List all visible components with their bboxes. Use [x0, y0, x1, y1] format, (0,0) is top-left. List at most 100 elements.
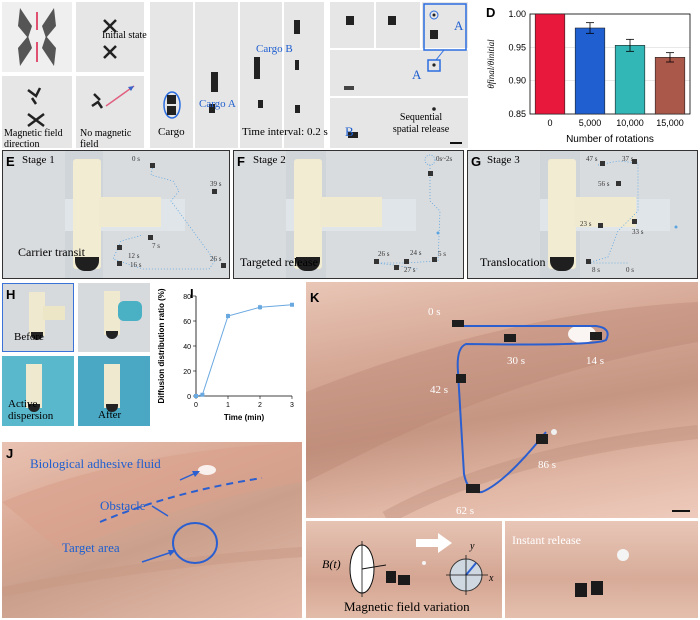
- panel-f-label: F: [237, 154, 245, 169]
- e-time-1: 39 s: [210, 180, 222, 188]
- f-time-4: 5 s: [438, 250, 446, 258]
- time-interval-text: Time interval: 0.2 s: [242, 126, 328, 138]
- k-time-2: 14 s: [586, 355, 605, 367]
- i-ytick-label: 20: [183, 369, 191, 376]
- i-point: [290, 302, 294, 307]
- gripper-icon: [18, 8, 56, 66]
- panel-a-image-4: [76, 76, 144, 148]
- panel-c-overlay: [344, 3, 467, 144]
- sequential-release-text: Sequential spatial release: [392, 112, 450, 135]
- f-time-3: 27 s: [404, 266, 416, 274]
- field-arrow-icon: [91, 85, 135, 109]
- panel-a-image-2: [76, 2, 144, 72]
- d-ytick-label: 0.85: [508, 109, 526, 119]
- i-yaxis-label: Diffusion distribution ratio (%): [157, 288, 166, 403]
- d-yaxis-label: θfinal/θinitial: [486, 39, 496, 89]
- c-marker-a1: A: [454, 18, 464, 33]
- i-point: [258, 305, 262, 310]
- c-marker-b: B: [345, 124, 354, 139]
- k-time-3: 42 s: [430, 384, 449, 396]
- magnetic-field-direction-text: Magnetic field direction: [4, 128, 63, 150]
- f-time-1: 26 s: [378, 250, 390, 258]
- d-bar: [614, 45, 646, 115]
- panel-b-image-3: [240, 2, 282, 148]
- k-time-0: 0 s: [428, 306, 441, 318]
- f-time-0: 0s~2s: [436, 155, 453, 163]
- k-time-1: 30 s: [507, 355, 526, 367]
- panel-k-label: K: [310, 290, 320, 305]
- panel-j-image: [2, 442, 302, 618]
- g-time-3: 23 s: [580, 220, 592, 228]
- cargo-circle: [163, 91, 181, 119]
- c-marker-a2: A: [412, 67, 422, 82]
- f-stage-text: Stage 2: [253, 154, 286, 166]
- e-time-3: 12 s: [128, 252, 140, 260]
- h-before-text: Before: [14, 331, 44, 343]
- e-time-4: 16 s: [130, 261, 142, 269]
- e-time-2: 7 s: [152, 242, 160, 250]
- d-ytick-label: 0.95: [508, 42, 526, 52]
- j-bio-fluid-text: Biological adhesive fluid: [30, 456, 161, 471]
- robot-icon: [27, 87, 45, 127]
- panel-c-image-2: [376, 2, 420, 48]
- i-point: [226, 314, 230, 318]
- panel-c-image-3: [422, 2, 468, 48]
- i-xtick-label: 2: [258, 402, 262, 409]
- h-after-text: After: [98, 409, 122, 421]
- g-time-2: 56 s: [598, 180, 610, 188]
- panel-h-before: [2, 283, 74, 352]
- k-time-5: 62 s: [456, 505, 475, 517]
- panel-b-image-1: [150, 2, 193, 148]
- i-xtick-label: 0: [194, 402, 198, 409]
- i-ytick-label: 60: [183, 319, 191, 326]
- panel-b-image-4: [284, 2, 324, 148]
- g-time-0: 47 s: [586, 155, 598, 163]
- e-stage-text: Stage 1: [22, 154, 55, 166]
- panel-h-label: H: [6, 287, 16, 302]
- panel-e-label: E: [6, 154, 15, 169]
- panel-h-active: [2, 356, 74, 426]
- i-xtick-label: 3: [290, 402, 294, 409]
- g-time-1: 37 s: [622, 155, 634, 163]
- d-plot-frame: [529, 13, 691, 115]
- g-caption-text: Translocation: [480, 255, 546, 269]
- cargo-text: Cargo: [158, 126, 185, 138]
- k-axis-y-text: y: [470, 541, 475, 552]
- i-ytick-label: 40: [183, 344, 191, 351]
- panel-k-field-image: [306, 521, 502, 618]
- i-point: [194, 394, 198, 398]
- i-ytick-label: 0: [187, 394, 191, 401]
- g-time-5: 8 s: [592, 266, 600, 274]
- panel-j-label: J: [6, 446, 14, 461]
- cargo-b-text: Cargo B: [256, 43, 293, 55]
- i-xtick-label: 1: [226, 402, 230, 409]
- e-time-5: 26 s: [210, 255, 222, 263]
- i-ytick-label: 80: [183, 294, 191, 301]
- d-bar: [534, 13, 566, 115]
- d-xtick-label: 15,000: [656, 118, 684, 128]
- j-target-area-text: Target area: [62, 540, 120, 555]
- k-axis-x-text: x: [489, 573, 494, 584]
- k-instant-release-text: Instant release: [512, 533, 581, 547]
- d-ytick-label: 0.90: [508, 76, 526, 86]
- panel-k-release-image: [505, 521, 698, 618]
- h-active-text: Active dispersion: [8, 398, 54, 422]
- panel-g-label: G: [471, 154, 482, 169]
- k-time-4: 86 s: [538, 459, 557, 471]
- panel-k-main-image: [306, 282, 698, 518]
- panel-d-label: D: [486, 5, 496, 20]
- panel-h-after: [78, 356, 150, 426]
- cargo-a-text: Cargo A: [199, 98, 236, 110]
- e-caption-text: Carrier transit: [18, 245, 85, 259]
- d-xtick-label: 5,000: [579, 118, 602, 128]
- panel-a-image-3: [2, 76, 72, 148]
- no-magnetic-field-text: No magnetic field: [80, 128, 132, 150]
- panel-c-image-5: [330, 98, 468, 148]
- panel-f-image: [233, 150, 464, 279]
- k-field-variation-text: Magnetic field variation: [344, 599, 470, 614]
- d-bar: [654, 57, 686, 115]
- d-ytick-label: 1.00: [508, 9, 526, 19]
- i-point: [200, 392, 205, 397]
- initial-state-text: Initial state: [102, 30, 147, 41]
- i-series-line: [195, 304, 293, 397]
